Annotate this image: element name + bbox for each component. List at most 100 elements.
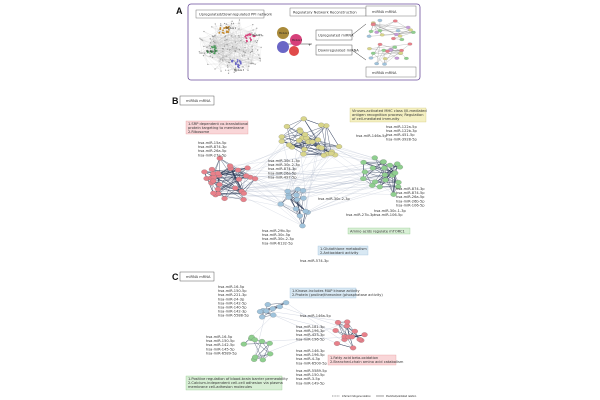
ppi-node (233, 60, 235, 62)
b-box-yellow (349, 107, 427, 123)
ppi-module-node (236, 59, 239, 61)
b-edge-intra-yellow (281, 134, 306, 137)
mini-node (393, 19, 398, 23)
b-edge-inter (250, 167, 373, 178)
ppi-node (211, 35, 213, 37)
ppi-node (244, 47, 246, 49)
ppi-node (259, 60, 261, 62)
b-node-red (208, 166, 216, 172)
b-node-red (210, 178, 217, 184)
b-node-green (371, 179, 379, 185)
ppi-node (200, 38, 202, 40)
c-node-green (251, 337, 258, 343)
b-node-yellow (278, 138, 285, 144)
ppi-module-node (214, 47, 217, 49)
ppi-edge (250, 34, 260, 64)
mini-edge (373, 23, 409, 28)
mini-edge (385, 53, 401, 59)
ppi-edge (226, 23, 232, 40)
ppi-edge (235, 35, 246, 53)
ppi-node (201, 52, 203, 54)
c-edge-intra-red (337, 322, 349, 338)
ppi-module-node (227, 28, 230, 31)
ppi-node (199, 52, 201, 54)
ppi-node (248, 65, 250, 67)
b-node-yellow (297, 128, 304, 134)
ppi-node (214, 23, 216, 25)
c-edge-inter (243, 314, 274, 345)
ppi-edge (203, 36, 226, 47)
ppi-module-node (213, 52, 216, 55)
ppi-edge (235, 66, 249, 71)
mini-edge (393, 32, 414, 39)
mini-edge (396, 29, 411, 35)
ppi-node (224, 36, 226, 38)
ppi-edge (210, 38, 233, 47)
ppi-node (243, 54, 246, 56)
mini-node (368, 29, 374, 33)
mini-edge (369, 43, 410, 49)
ppi-node (227, 72, 230, 74)
mini-edge (380, 44, 402, 51)
ppi-node (247, 58, 249, 60)
ppi-edge (212, 49, 253, 58)
ppi-node (251, 32, 253, 34)
mini-node (394, 56, 400, 60)
b-edge-inter (299, 165, 390, 216)
ppi-node (214, 68, 216, 70)
mini-edge (370, 50, 402, 59)
b-node-red (240, 190, 247, 196)
c-edge-inter (279, 306, 355, 332)
ppi-node (260, 46, 262, 48)
b-node-blue (292, 206, 300, 212)
b-node-yellow (300, 151, 307, 157)
bottom-right-header-box (365, 66, 417, 78)
ppi-node (229, 62, 231, 64)
ppi-module-node (245, 34, 248, 37)
ppi-edge (200, 39, 211, 54)
ppi-edge (215, 34, 260, 48)
ppi-node (214, 35, 216, 37)
b-edge-inter (213, 167, 373, 194)
ppi-edge (209, 35, 226, 46)
ppi-node (201, 39, 203, 41)
b-edge-intra-red (243, 178, 256, 194)
ppi-edge (210, 56, 261, 61)
ppi-edge (206, 29, 254, 48)
b-edge-inter (217, 163, 398, 190)
ppi-edge (257, 34, 260, 41)
ppi-node (235, 70, 237, 72)
ppi-edge (239, 37, 258, 41)
mini-node (407, 42, 413, 46)
ppi-node (203, 52, 206, 54)
mini-edge (373, 24, 411, 31)
ppi-node (221, 47, 223, 50)
b-edge-intra-blue (288, 197, 306, 212)
c-node-blue (263, 308, 270, 314)
ppi-edge (224, 28, 257, 47)
panel-a-letter: A (176, 6, 183, 16)
c-node-red (350, 345, 357, 351)
b-box-yellow-text: Viruses-activated MHC class I/II-mediate… (352, 109, 427, 121)
ppi-edge (202, 40, 245, 56)
b-node-green (371, 155, 378, 161)
b-mirna-mid: hsa-miR-30c-2-3p (318, 197, 351, 201)
ppi-node (226, 43, 228, 46)
ppi-node (203, 30, 205, 33)
ppi-edge (224, 23, 252, 34)
ppi-node (242, 66, 244, 68)
ppi-node (199, 37, 201, 39)
ppi-edge (224, 23, 249, 35)
ppi-edge (222, 21, 233, 58)
ppi-edge (224, 40, 252, 64)
ppi-node (256, 49, 259, 51)
c-node-blue (282, 300, 290, 306)
ppi-edge (226, 24, 258, 51)
reg-title: Regulatory Network Reconstruction (293, 11, 357, 15)
ppi-module-node (227, 26, 229, 29)
ppi-node (250, 62, 252, 64)
